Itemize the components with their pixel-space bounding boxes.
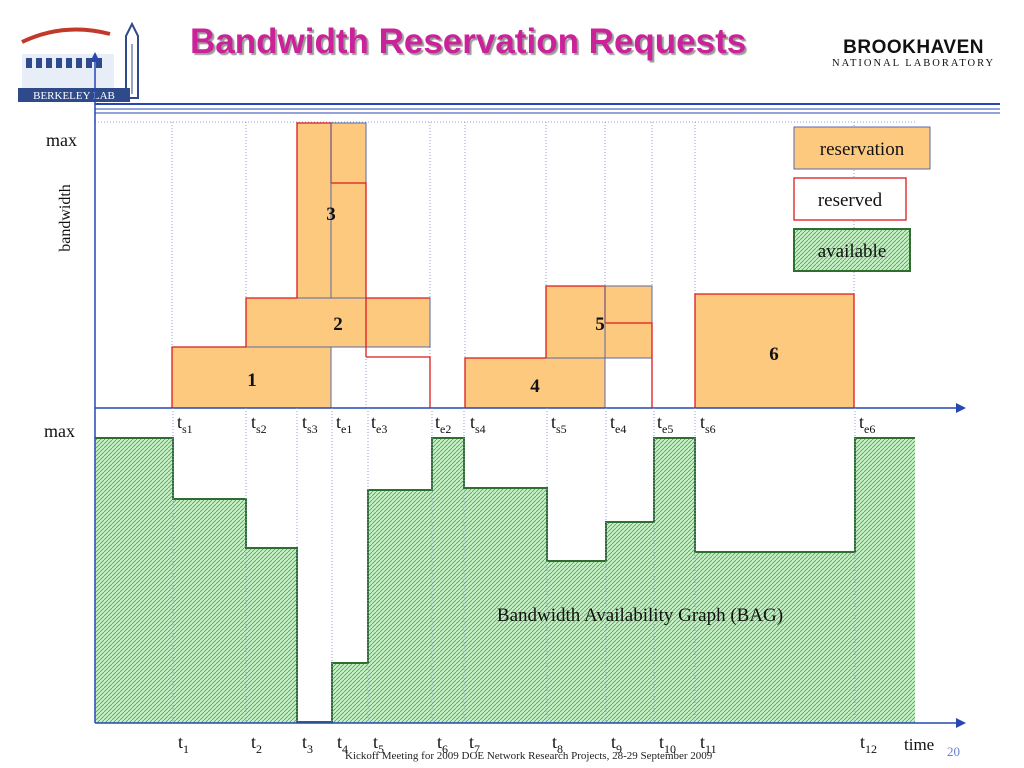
request-label-4: 4 (530, 376, 540, 397)
upper-tick-s4: ts4 (470, 412, 486, 436)
bag-label: Bandwidth Availability Graph (BAG) (497, 605, 783, 626)
upper-y-arrow (90, 52, 100, 62)
reserved-outline-4 (464, 357, 546, 408)
lower-tick-4: t4 (337, 732, 348, 756)
lower-tick-9: t9 (611, 732, 622, 756)
request-label-1: 1 (247, 370, 257, 391)
upper-tick-s3: ts3 (302, 412, 318, 436)
upper-tick-e1: te1 (336, 412, 352, 436)
upper-tick-e2: te2 (435, 412, 451, 436)
legend-available-swatch (793, 228, 911, 272)
upper-tick-s5: ts5 (551, 412, 567, 436)
lower-tick-2: t2 (251, 732, 262, 756)
lower-tick-3: t3 (302, 732, 313, 756)
upper-tick-e6: te6 (859, 412, 875, 436)
lower-tick-6: t6 (437, 732, 448, 756)
slide-number: 20 (947, 744, 960, 759)
request-label-3: 3 (326, 204, 336, 225)
footer-text: Kickoff Meeting for 2009 DOE Network Res… (345, 750, 713, 762)
lower-max-label: max (44, 421, 75, 441)
legend-reserved-label: reserved (818, 190, 883, 211)
lower-tick-7: t7 (469, 732, 480, 756)
legend-reserved-swatch (793, 177, 907, 221)
upper-tick-s6: ts6 (700, 412, 716, 436)
reserved-outline-6 (694, 293, 855, 408)
upper-max-label: max (46, 130, 77, 150)
request-label-5: 5 (595, 314, 605, 335)
legend-reservation-swatch (793, 126, 931, 170)
lower-tick-1: t1 (178, 732, 189, 756)
lower-tick-8: t8 (552, 732, 563, 756)
request-label-6: 6 (769, 344, 779, 365)
request-5-block (545, 285, 653, 359)
bandwidth-axis-label: bandwidth (57, 184, 74, 252)
request-4-block (464, 357, 606, 409)
header-rules (95, 103, 1000, 114)
availability-outline (95, 437, 915, 723)
upper-tick-e3: te3 (371, 412, 387, 436)
slide-title: Bandwidth Reservation Requests (190, 22, 747, 61)
lower-tick-12: t12 (860, 732, 877, 756)
request-6-block (694, 293, 855, 409)
reservation-blocks (171, 122, 855, 409)
upper-tick-s2: ts2 (251, 412, 267, 436)
lower-tick-5: t5 (373, 732, 384, 756)
brookhaven-logo: BROOKHAVEN NATIONAL LABORATORY (832, 38, 995, 70)
reserved-outline-1 (171, 346, 246, 408)
legend-reservation-label: reservation (820, 139, 905, 160)
upper-tick-s1: ts1 (177, 412, 193, 436)
reserved-outline-2 (245, 297, 431, 408)
brookhaven-subname: NATIONAL LABORATORY (832, 58, 996, 69)
request-label-2: 2 (333, 314, 343, 335)
lower-x-arrow (956, 718, 966, 728)
upper-tick-e5: te5 (657, 412, 673, 436)
lower-tick-10: t10 (659, 732, 676, 756)
upper-tick-e4: te4 (610, 412, 626, 436)
availability-area (95, 438, 915, 723)
legend: reservation reserved available (793, 126, 931, 272)
upper-x-arrow (956, 403, 966, 413)
legend-available-label: available (818, 241, 887, 262)
time-axis-label: time (904, 735, 934, 754)
brookhaven-name: BROOKHAVEN (843, 37, 984, 58)
lower-tick-11: t11 (700, 732, 717, 756)
